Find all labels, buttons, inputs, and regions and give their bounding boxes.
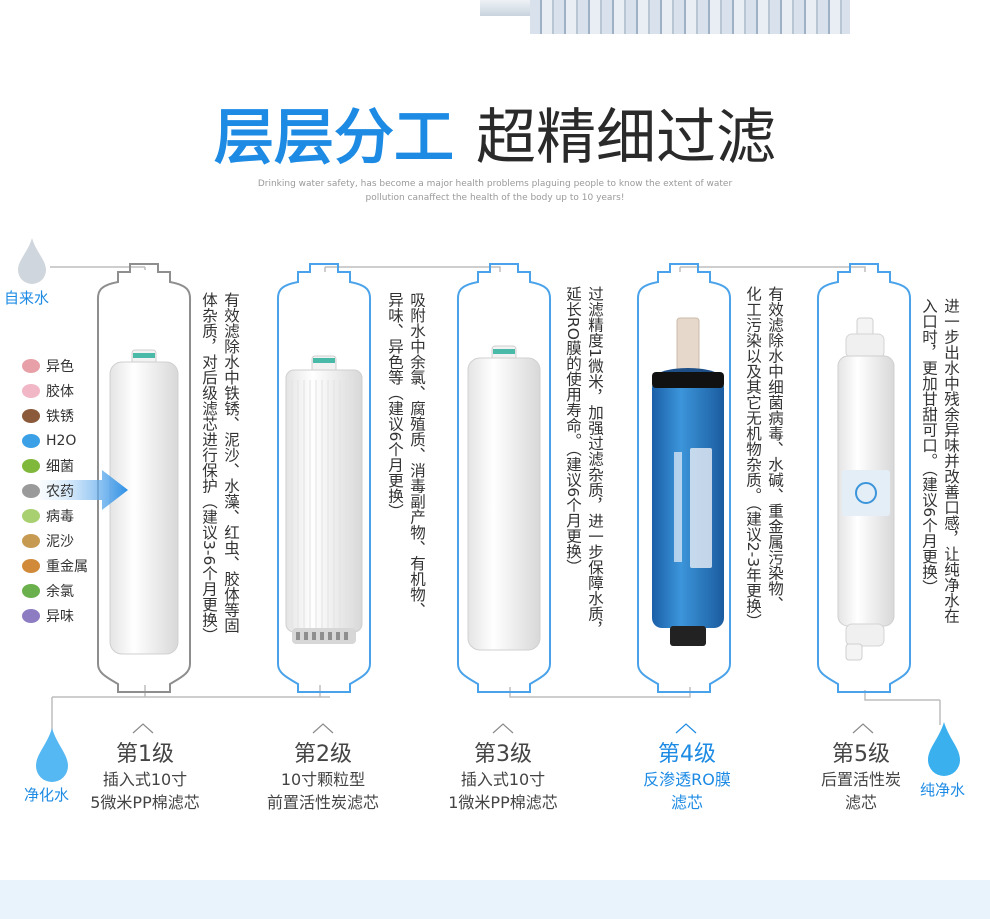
filter-4-description: 有效滤除水中细菌病毒、水碱、重金属污染物、 化工污染以及其它无机物杂质。（建议2… xyxy=(742,286,786,686)
page-title: 层层分工超精细过滤 xyxy=(0,102,990,174)
contaminant-item: 胶体 xyxy=(22,378,112,403)
contaminant-label: 异味 xyxy=(46,608,74,625)
stage-4-caption: 第4级 反渗透RO膜 滤芯 xyxy=(602,742,772,814)
contaminant-icon xyxy=(22,558,40,573)
page-subtitle: Drinking water safety, has become a majo… xyxy=(200,177,790,205)
filter-3-description: 过滤精度1微米，加强过滤杂质，进一步保障水质， 延长RO膜的使用寿命。（建议6个… xyxy=(562,286,606,686)
contaminant-label: 重金属 xyxy=(46,558,88,575)
tap-water-drop-icon xyxy=(18,238,46,284)
contaminant-label: 细菌 xyxy=(46,458,74,475)
contaminant-icon xyxy=(22,383,40,398)
cartridge-ro-membrane xyxy=(652,317,724,646)
stage-4-number: 第4级 xyxy=(658,742,716,767)
filter-3-desc-col-2: 延长RO膜的使用寿命。（建议6个月更换） xyxy=(564,286,582,575)
stage-2-number: 第2级 xyxy=(294,742,352,767)
filter-5-description: 进一步出水中残余异味并改善口感，让纯净水在 入口时，更加甘甜可口。（建议6个月更… xyxy=(918,298,962,698)
contaminant-item: 铁锈 xyxy=(22,403,112,428)
filter-frame-3 xyxy=(456,263,552,693)
contaminant-item: 余氯 xyxy=(22,578,112,603)
filter-1-desc-col-1: 有效滤除水中铁锈、泥沙、水藻、红虫、胶体等固 xyxy=(222,292,240,633)
contaminant-label: 病毒 xyxy=(46,508,74,525)
stage-3-caption: 第3级 插入式10寸 1微米PP棉滤芯 xyxy=(418,742,588,814)
stage-3-desc-1: 插入式10寸 xyxy=(460,770,546,789)
contaminant-icon xyxy=(22,533,40,548)
contaminant-label: H2O xyxy=(46,432,77,449)
pure-water-label: 纯净水 xyxy=(920,781,966,799)
contaminant-icon xyxy=(22,483,40,498)
stage-1-desc-1: 插入式10寸 xyxy=(102,770,188,789)
stage-1-number: 第1级 xyxy=(116,742,174,767)
cartridge-granular-carbon xyxy=(285,355,363,644)
stage-2-desc-1: 10寸颗粒型 xyxy=(280,770,366,789)
top-image-fragment xyxy=(480,0,530,16)
contaminant-item: 泥沙 xyxy=(22,528,112,553)
contaminant-icon xyxy=(22,433,40,448)
tap-water-label: 自来水 xyxy=(4,289,50,307)
subtitle-line-2: pollution canaffect the health of the bo… xyxy=(365,193,625,203)
water-pipes xyxy=(50,266,941,740)
stage-5-desc-2: 滤芯 xyxy=(844,793,877,812)
contaminant-item: 重金属 xyxy=(22,553,112,578)
stage-5-number: 第5级 xyxy=(832,742,890,767)
filter-5-desc-col-1: 进一步出水中残余异味并改善口感，让纯净水在 xyxy=(942,298,960,624)
filter-3-desc-col-1: 过滤精度1微米，加强过滤杂质，进一步保障水质， xyxy=(586,286,604,637)
filter-4-desc-col-2: 化工污染以及其它无机物杂质。（建议2-3年更换） xyxy=(744,286,762,630)
contaminant-item: 异色 xyxy=(22,353,112,378)
contaminant-item: 细菌 xyxy=(22,453,112,478)
filter-2-desc-col-1: 吸附水中余氯、腐殖质、消毒副产物、有机物、 xyxy=(408,292,426,618)
stage-2-caption: 第2级 10寸颗粒型 前置活性炭滤芯 xyxy=(238,742,408,814)
contaminant-icon xyxy=(22,408,40,423)
purified-water-label: 净化水 xyxy=(24,786,70,804)
contaminant-label: 异色 xyxy=(46,358,74,375)
filter-5-desc-col-2: 入口时，更加甘甜可口。（建议6个月更换） xyxy=(920,298,938,595)
contaminant-icon xyxy=(22,358,40,373)
contaminant-icon xyxy=(22,508,40,523)
subtitle-line-1: Drinking water safety, has become a majo… xyxy=(257,179,733,189)
filter-1-description: 有效滤除水中铁锈、泥沙、水藻、红虫、胶体等固 体杂质，对后级滤芯进行保护（建议3… xyxy=(198,292,242,692)
stage-5-desc-1: 后置活性炭 xyxy=(820,770,901,789)
stage-1-caption: 第1级 插入式10寸 5微米PP棉滤芯 xyxy=(60,742,230,814)
title-rest: 超精细过滤 xyxy=(476,103,776,173)
bottom-band xyxy=(0,880,990,919)
filter-1-desc-col-2: 体杂质，对后级滤芯进行保护（建议3-6个月更换） xyxy=(200,292,218,643)
contaminant-icon xyxy=(22,608,40,623)
contaminant-list: 异色胶体铁锈 H2O 细菌农药病毒泥沙重金属余氯异味 xyxy=(22,353,112,628)
contaminant-label: 泥沙 xyxy=(46,533,74,550)
filter-2-description: 吸附水中余氯、腐殖质、消毒副产物、有机物、 异味、异色等（建议6个月更换） xyxy=(384,292,428,692)
cartridge-pp-1micron xyxy=(467,345,541,651)
filter-2-desc-col-2: 异味、异色等（建议6个月更换） xyxy=(386,292,404,519)
top-image-fragment-building xyxy=(530,0,850,34)
contaminant-icon xyxy=(22,458,40,473)
stage-3-desc-2: 1微米PP棉滤芯 xyxy=(448,793,558,812)
contaminant-icon xyxy=(22,583,40,598)
contaminant-item: 病毒 xyxy=(22,503,112,528)
filter-frame-4 xyxy=(636,263,732,693)
flow-arrow-icon xyxy=(40,470,128,510)
stage-2-desc-2: 前置活性炭滤芯 xyxy=(266,793,379,812)
contaminant-label: 铁锈 xyxy=(46,408,74,425)
title-emphasis: 层层分工 xyxy=(214,103,454,173)
stage-4-desc-1: 反渗透RO膜 xyxy=(643,770,731,789)
contaminant-label: 胶体 xyxy=(46,383,74,400)
filter-4-desc-col-1: 有效滤除水中细菌病毒、水碱、重金属污染物、 xyxy=(766,286,784,612)
contaminant-label: 农药 xyxy=(46,483,74,500)
contaminant-item: 农药 xyxy=(22,478,112,503)
filter-frame-5 xyxy=(816,263,912,693)
stage-carets xyxy=(132,723,874,734)
stage-1-desc-2: 5微米PP棉滤芯 xyxy=(90,793,200,812)
filter-frame-2 xyxy=(276,263,372,693)
stage-4-desc-2: 滤芯 xyxy=(670,793,703,812)
contaminant-label: 余氯 xyxy=(46,583,74,600)
stage-3-number: 第3级 xyxy=(474,742,532,767)
stage-5-caption: 第5级 后置活性炭 滤芯 xyxy=(776,742,946,814)
cartridge-post-carbon xyxy=(837,317,895,661)
contaminant-item: H2O xyxy=(22,428,112,453)
contaminant-item: 异味 xyxy=(22,603,112,628)
